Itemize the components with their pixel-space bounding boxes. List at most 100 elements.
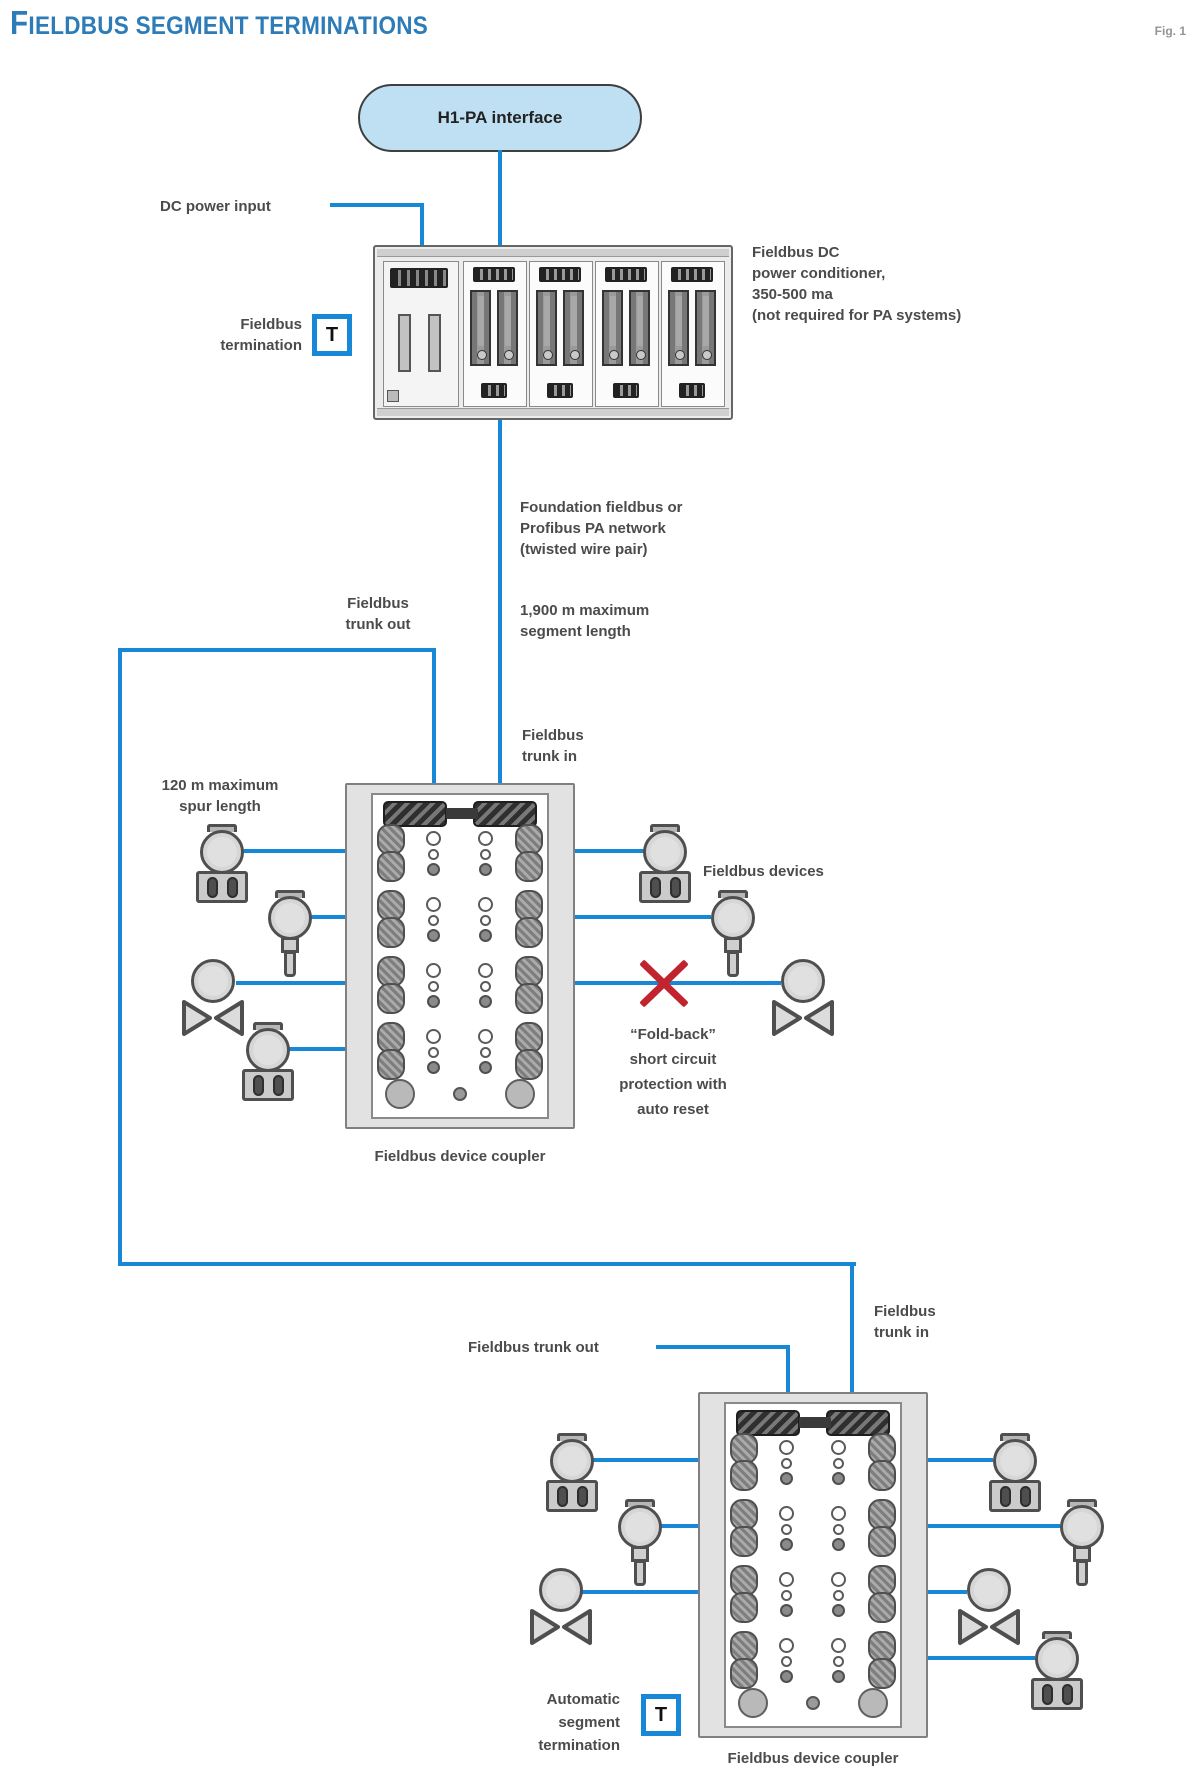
temperature-transmitter-icon	[265, 890, 315, 977]
trunk-out-label-lower: Fieldbus trunk out	[468, 1339, 599, 1356]
indicator-ring	[830, 1572, 846, 1587]
spur-terminal	[730, 1565, 758, 1623]
indicator-disc	[831, 1604, 845, 1617]
module-card	[695, 290, 716, 366]
center-screw	[453, 1087, 467, 1101]
terminal-segment	[730, 1565, 758, 1596]
spur-wire	[900, 1458, 993, 1462]
temperature-transmitter-icon	[708, 890, 758, 977]
pressure-transmitter-icon	[240, 1022, 296, 1101]
device-head	[711, 896, 755, 940]
module-bottom-connector	[547, 383, 573, 398]
fieldbus-device-coupler-lower	[698, 1392, 928, 1738]
terminal-indicators	[830, 1506, 846, 1551]
indicator-disc	[478, 995, 492, 1008]
trunk-terminal-block	[826, 1410, 890, 1436]
terminal-indicators	[778, 1440, 794, 1485]
module-bottom-connector	[613, 383, 639, 398]
foldback-note: “Fold-back” short circuit protection wit…	[619, 1026, 727, 1118]
device-cap	[1000, 1433, 1030, 1441]
indicator-ring	[830, 1638, 846, 1653]
module-bottom-connector	[679, 383, 705, 398]
spur-wire	[592, 1458, 726, 1462]
indicator-ring	[477, 1029, 493, 1044]
dc-power-wire	[330, 203, 422, 207]
indicator-ring	[830, 1506, 846, 1521]
module-card	[629, 290, 650, 366]
device-probe-tip	[284, 951, 296, 977]
indicator-ring	[479, 1047, 491, 1058]
trunk-out-wire	[432, 648, 436, 805]
module-card	[497, 290, 518, 366]
spur-terminal	[377, 1022, 405, 1080]
terminal-segment	[515, 1022, 543, 1053]
figure-number: Fig. 1	[1154, 24, 1186, 38]
power-conditioner	[373, 245, 733, 420]
terminal-indicators	[425, 1029, 441, 1074]
spur-wire	[581, 1590, 726, 1594]
spur-terminal	[730, 1631, 758, 1689]
module-card	[668, 290, 689, 366]
device-port	[206, 876, 218, 898]
indicator-ring	[477, 897, 493, 912]
indicator-disc	[779, 1670, 793, 1683]
terminal-segment	[730, 1433, 758, 1464]
segment-length-note: 1,900 m maximum segment length	[520, 602, 650, 640]
indicator-ring	[832, 1590, 844, 1601]
terminal-indicators	[830, 1638, 846, 1683]
indicator-ring	[780, 1656, 792, 1667]
temperature-transmitter-icon	[615, 1499, 665, 1586]
module-top-connector	[605, 267, 647, 282]
trunk-terminal-block	[383, 801, 447, 827]
page-title: Fieldbus segment terminations	[10, 4, 429, 41]
device-base	[546, 1480, 598, 1512]
device-probe-tip	[1076, 1560, 1088, 1586]
device-port	[1061, 1683, 1073, 1705]
pressure-transmitter-icon	[1029, 1631, 1085, 1710]
device-cap	[1042, 1631, 1072, 1639]
indicator-ring	[778, 1572, 794, 1587]
trunk-terminal-block	[473, 801, 537, 827]
indicator-ring	[780, 1524, 792, 1535]
trunk-in-label-lower: Fieldbus trunk in	[874, 1303, 936, 1341]
device-port	[556, 1485, 568, 1507]
device-head	[1060, 1505, 1104, 1549]
device-port	[252, 1074, 264, 1096]
indicator-ring	[832, 1524, 844, 1535]
indicator-ring	[427, 981, 439, 992]
terminal-segment	[515, 890, 543, 921]
terminal-indicators	[425, 897, 441, 942]
module-top-connector	[473, 267, 515, 282]
device-probe-tip	[727, 951, 739, 977]
indicator-ring	[832, 1656, 844, 1667]
terminal-indicators	[477, 1029, 493, 1074]
h1-pa-interface-label: H1-PA interface	[437, 108, 563, 127]
spur-wire	[900, 1590, 967, 1594]
spur-length-note: 120 m maximum spur length	[161, 777, 279, 815]
trunk-terminal-block	[736, 1410, 800, 1436]
device-port	[649, 876, 661, 898]
valve-body	[530, 1609, 592, 1645]
terminal-segment	[868, 1460, 896, 1491]
module-card	[470, 290, 491, 366]
terminal-segment	[868, 1433, 896, 1464]
terminal-indicators	[477, 831, 493, 876]
module-bottom-connector	[481, 383, 507, 398]
mount-hole	[738, 1688, 768, 1718]
device-head	[1035, 1637, 1079, 1681]
device-head	[550, 1439, 594, 1483]
terminal-segment	[730, 1526, 758, 1557]
indicator-ring	[778, 1638, 794, 1653]
spur-terminal	[515, 824, 543, 882]
coupler-label-lower: Fieldbus device coupler	[727, 1750, 899, 1767]
terminal-segment	[515, 824, 543, 855]
valve-body	[958, 1609, 1020, 1645]
terminal-segment	[868, 1658, 896, 1689]
indicator-ring	[427, 1047, 439, 1058]
terminal-segment	[730, 1460, 758, 1491]
device-port	[1019, 1485, 1031, 1507]
spur-wire	[236, 981, 375, 985]
power-connector	[390, 268, 448, 288]
indicator-disc	[478, 863, 492, 876]
device-base	[196, 871, 248, 903]
